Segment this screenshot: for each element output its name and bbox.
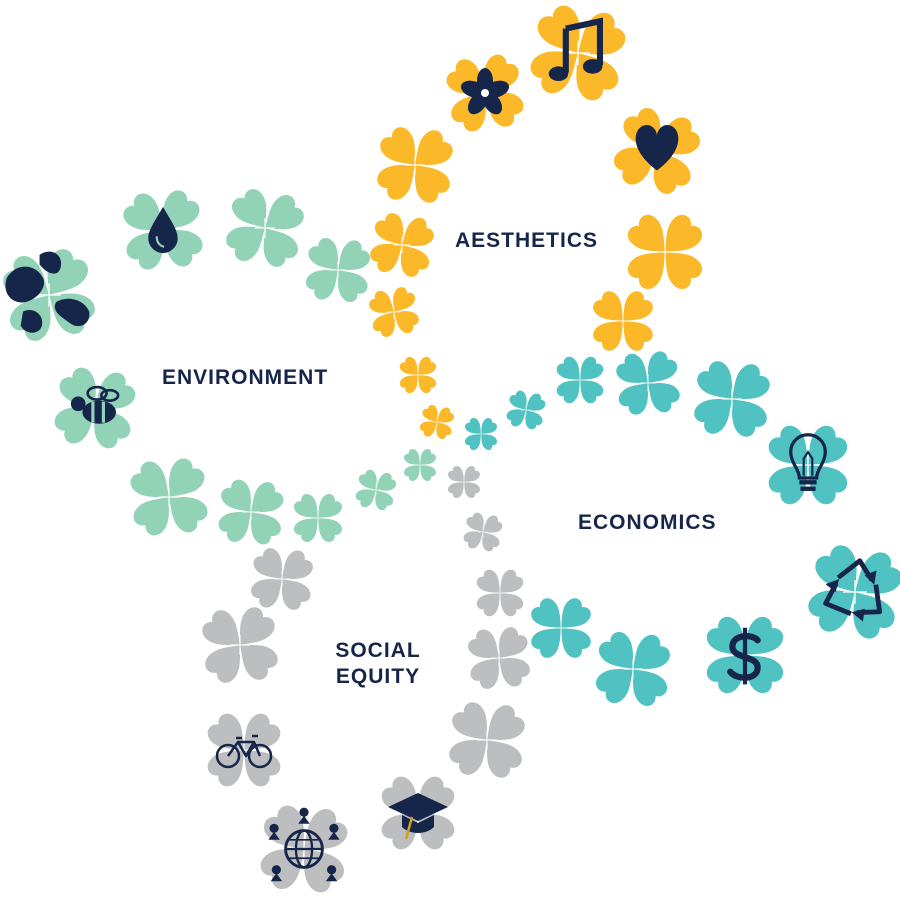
bee-icon [70, 385, 120, 424]
aesthetics-clover-sparkle [405, 155, 425, 175]
aesthetics-clover-sparkle [387, 305, 401, 319]
economics-clover-sparkle [521, 405, 531, 415]
economics-clover-sparkle [476, 429, 486, 439]
economics-clover-sparkle [842, 579, 868, 605]
heart-icon [635, 124, 679, 171]
bicycle-icon [215, 734, 273, 769]
aesthetics-clover-sparkle [614, 312, 632, 330]
economics-clover-sparkle [623, 659, 643, 679]
social-equity-clover-sparkle [490, 649, 508, 667]
environment-clover-sparkle [415, 460, 425, 470]
economics-clover-sparkle [797, 454, 819, 476]
flower-icon [460, 68, 510, 115]
economics-clover-sparkle [573, 373, 587, 387]
globe-map-icon [5, 251, 90, 333]
aesthetics-clover-sparkle [432, 417, 442, 427]
recycle-icon [823, 558, 883, 622]
environment-clover-sparkle [255, 218, 275, 238]
aesthetics-clover-sparkle [413, 370, 423, 380]
environment-clover-sparkle [158, 486, 180, 508]
economics-clover-sparkle [639, 374, 657, 392]
water-drop-icon [148, 206, 178, 254]
dollar-icon [727, 627, 761, 685]
light-bulb-icon [789, 433, 827, 491]
social-equity-clover-sparkle [230, 635, 250, 655]
economics-label: ECONOMICS [578, 511, 717, 534]
connected-people-globe-icon [268, 807, 340, 882]
social-equity-clover-sparkle [478, 527, 488, 537]
aesthetics-clover-sparkle [654, 241, 676, 263]
environment-clover-sparkle [37, 283, 61, 307]
aesthetics-clover-sparkle [565, 40, 591, 66]
social-equity-clover-sparkle [493, 586, 507, 600]
social-equity-label: SOCIAL EQUITY [318, 638, 438, 690]
music-note-icon [548, 17, 604, 82]
social-equity-clover-sparkle [273, 570, 291, 588]
environment-clover-sparkle [311, 511, 325, 525]
aesthetics-label: AESTHETICS [455, 229, 599, 252]
economics-clover-sparkle [552, 619, 570, 637]
social-equity-label-line2: EQUITY [335, 665, 421, 688]
aesthetics-clover-sparkle [393, 236, 411, 254]
graduation-cap-icon [388, 793, 448, 840]
economics-clover-sparkle [722, 389, 742, 409]
social-equity-clover-sparkle [459, 477, 469, 487]
environment-label: ENVIRONMENT [162, 366, 329, 389]
social-equity-clover-sparkle [477, 730, 497, 750]
environment-clover-sparkle [329, 261, 347, 279]
environment-clover-sparkle [242, 503, 260, 521]
environment-clover-sparkle [370, 484, 382, 496]
social-equity-label-line1: SOCIAL [335, 639, 421, 662]
